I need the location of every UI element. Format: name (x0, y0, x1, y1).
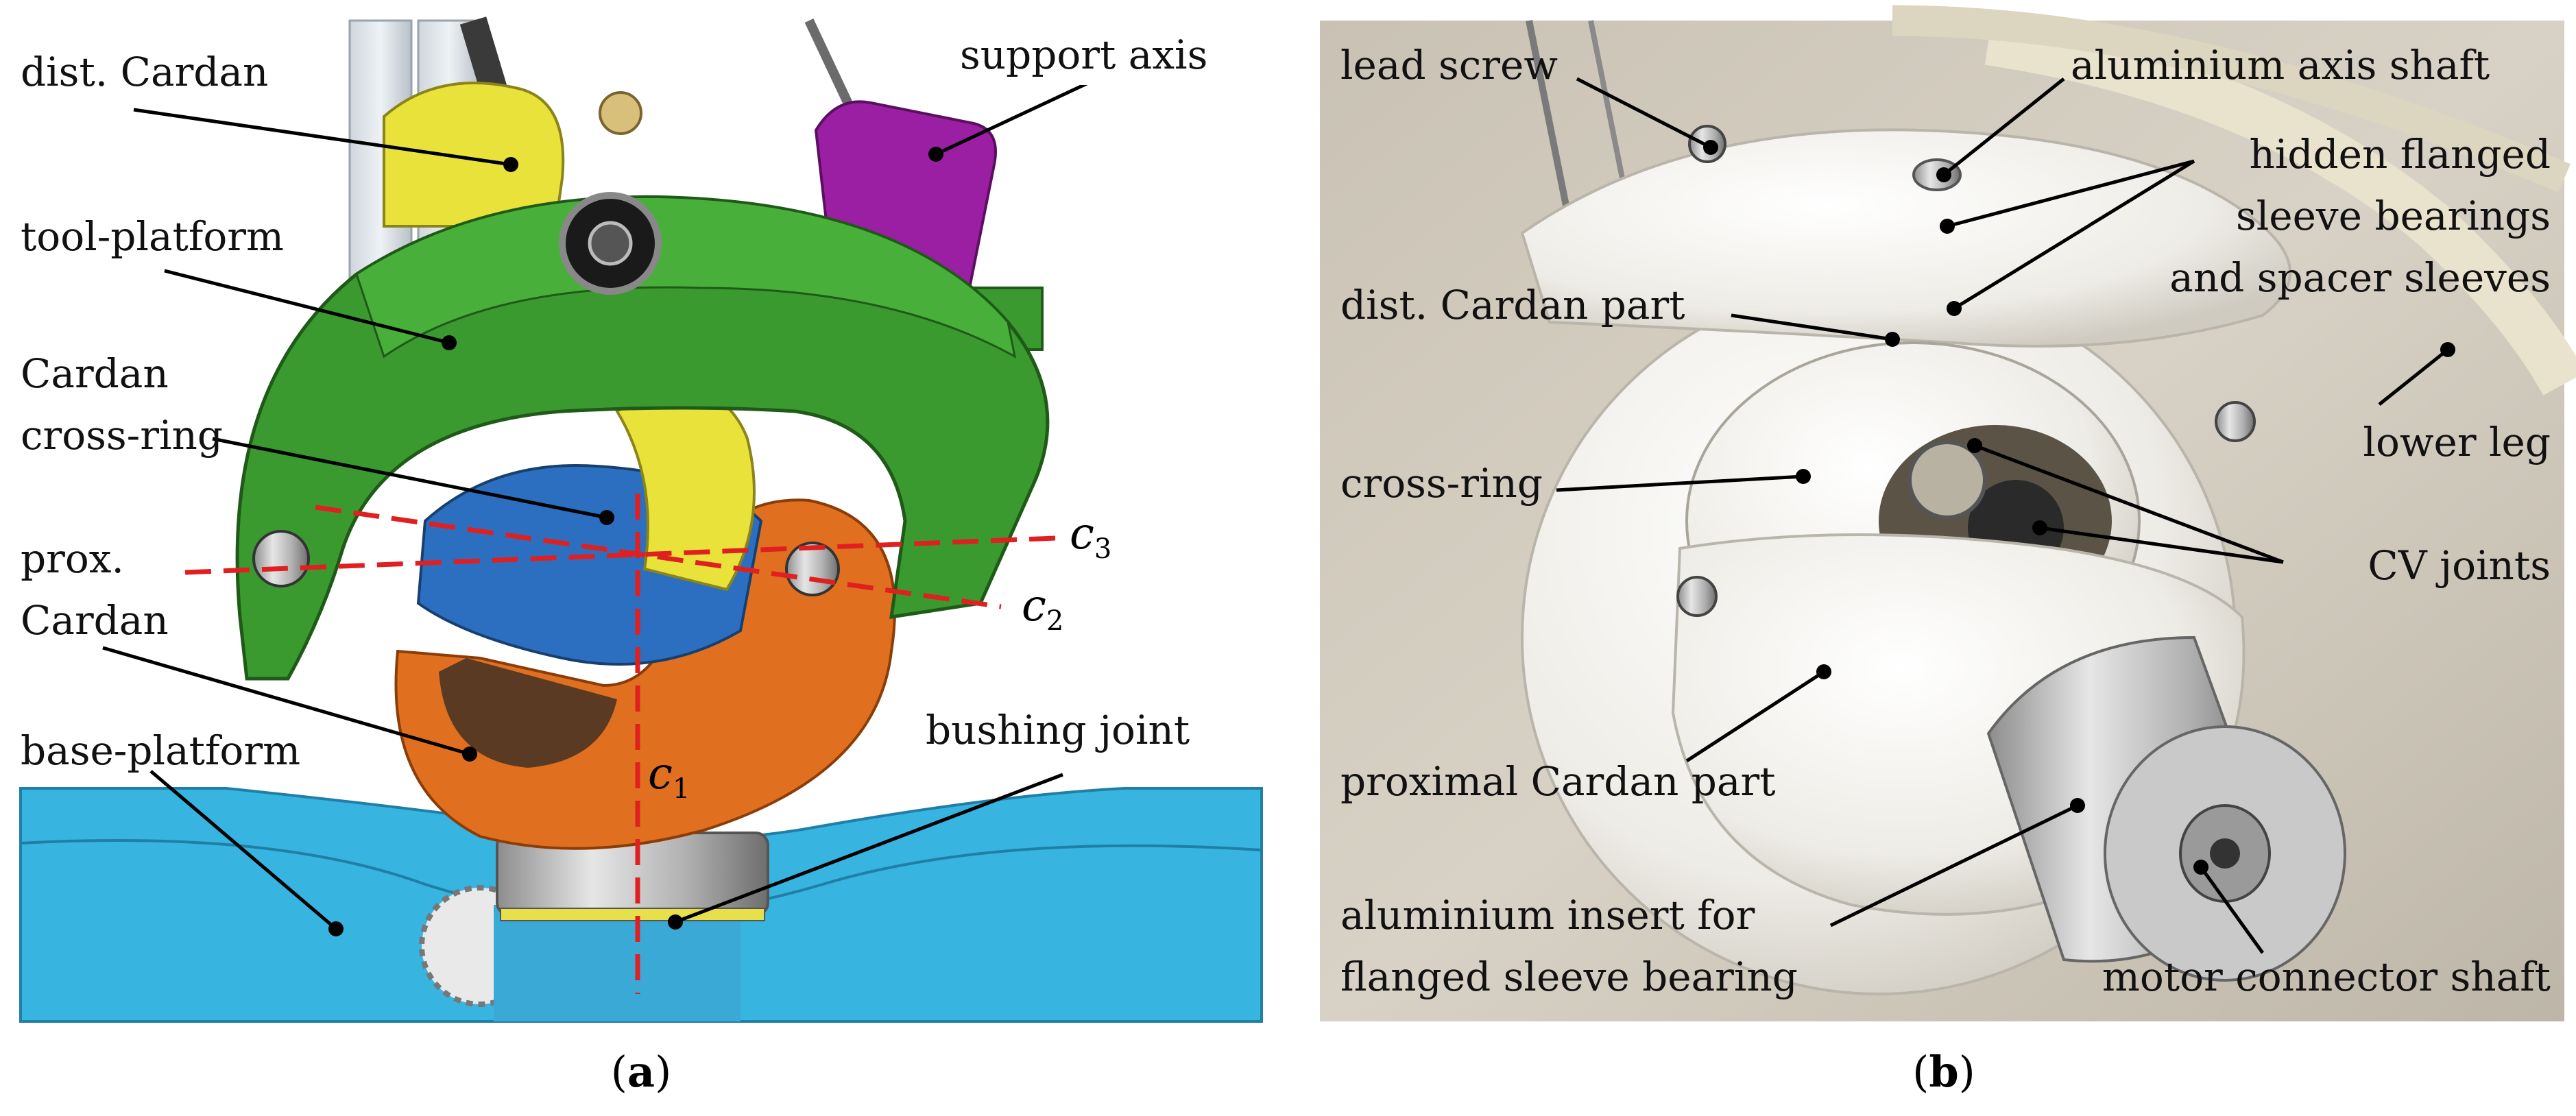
label-cardan-cross-ring-1: Cardan (21, 350, 169, 397)
label-axis-c1: c1 (648, 749, 690, 805)
label-motor-connector-shaft: motor connector shaft (2102, 954, 2551, 1000)
label-aluminium-insert-1: aluminium insert for (1340, 892, 1755, 938)
label-cv-joints: CV joints (2368, 542, 2551, 589)
label-prox-cardan-1: prox. (21, 535, 124, 582)
label-bushing-joint: bushing joint (926, 707, 1190, 753)
label-cross-ring: cross-ring (1340, 460, 1543, 507)
tool-platform-bolt-left (252, 530, 310, 587)
bushing-column (494, 905, 741, 1021)
lower-leg-2 (1892, 5, 2571, 193)
dist-cardan-screw (599, 91, 642, 135)
axis-c2-line (315, 505, 1002, 609)
label-bg-tool-platform (15, 213, 324, 267)
motor-shaft-bore (2210, 838, 2240, 869)
caption-a: (a) (611, 1047, 672, 1097)
labels-b: lead screw aluminium axis shaft hidden f… (1340, 42, 2551, 1000)
label-cardan-cross-ring-2: cross-ring (21, 412, 223, 459)
dist-cardan-part (1520, 128, 2291, 348)
prox-cardan-window (439, 658, 617, 768)
axis-c3-line (184, 535, 1057, 575)
label-aluminium-axis-shaft: aluminium axis shaft (2071, 42, 2490, 88)
motor-connector-shaft (1986, 635, 2346, 982)
tool-platform-bearing-inner (588, 221, 633, 266)
lead-screw-rod-2 (1588, 20, 1628, 193)
labels-a: dist. Cardan support axis tool-platform … (15, 30, 1255, 805)
prox-cardan-bolt (785, 542, 840, 596)
panel-a: dist. Cardan support axis tool-platform … (15, 16, 1263, 1097)
caption-b: (b) (1912, 1047, 1975, 1097)
lower-leg (1984, 17, 2576, 396)
label-proximal-cardan-part: proximal Cardan part (1340, 758, 1776, 805)
side-bolt-left (1676, 576, 1718, 617)
label-lead-screw: lead screw (1340, 42, 1558, 88)
label-bg-dist-cardan (15, 44, 310, 99)
label-prox-cardan-2: Cardan (21, 597, 169, 644)
tool-platform-top (355, 195, 1017, 359)
label-bg-support-axis (953, 30, 1255, 85)
label-spacer-sleeves: and spacer sleeves (2169, 254, 2551, 301)
label-base-platform: base-platform (21, 727, 300, 774)
leaders-a (102, 77, 1098, 936)
label-lower-leg: lower leg (2363, 419, 2551, 465)
dist-cardan (383, 82, 565, 228)
label-axis-c2: c2 (1022, 581, 1063, 637)
side-bolt-right (2215, 401, 2256, 442)
cv-joint-bearing (1907, 440, 1987, 520)
axis-lines (184, 494, 1057, 994)
bushing-yellow-ring (500, 908, 765, 921)
label-dist-cardan-part: dist. Cardan part (1340, 282, 1685, 328)
leaders-b (1556, 77, 2455, 954)
label-support-axis: support axis (960, 32, 1207, 78)
label-aluminium-insert-2: flanged sleeve bearing (1340, 954, 1798, 1000)
label-tool-platform: tool-platform (21, 213, 284, 260)
panel-b: lead screw aluminium axis shaft hidden f… (1320, 5, 2576, 1097)
label-sleeve-bearings: sleeve bearings (2236, 193, 2551, 239)
lead-screw-rod (1526, 20, 1574, 227)
label-hidden-flanged: hidden flanged (2250, 131, 2551, 178)
label-dist-cardan: dist. Cardan (21, 49, 268, 95)
label-axis-c3: c3 (1070, 509, 1111, 565)
lead-screw-a (459, 16, 507, 93)
